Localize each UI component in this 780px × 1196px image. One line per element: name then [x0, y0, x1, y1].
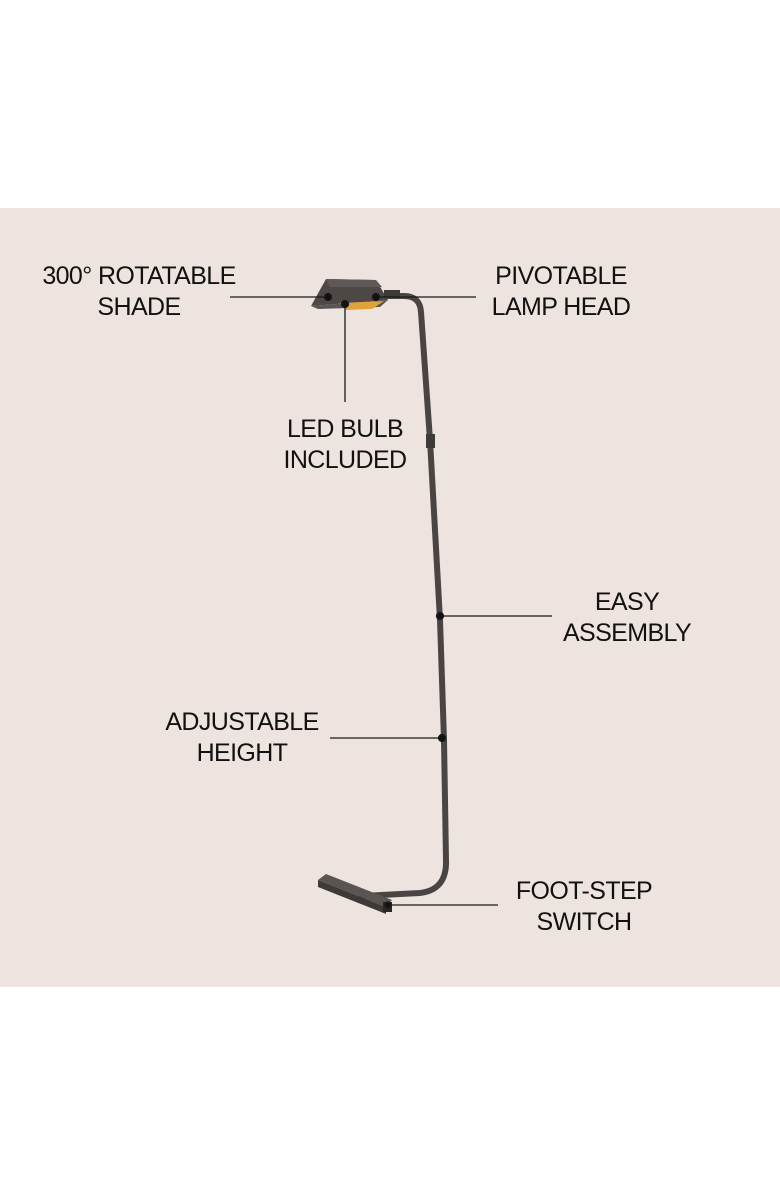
callout-easy-assembly: EASY ASSEMBLY [556, 587, 698, 649]
height-joint-collar [426, 434, 435, 448]
callout-line-1: EASY [594, 588, 660, 616]
callout-line-2: SWITCH [536, 908, 633, 936]
callout-line-1: FOOT-STEP [515, 877, 653, 905]
leader-dot-adjustable-height [437, 733, 447, 743]
callout-line-2: INCLUDED [283, 446, 408, 474]
leader-dot-easy-assembly [435, 611, 445, 621]
callout-line-1: PIVOTABLE [495, 262, 627, 290]
callout-line-2: ASSEMBLY [562, 619, 692, 647]
bulb-glow [340, 301, 384, 310]
leader-dot-pivotable-head [371, 292, 381, 302]
leader-dot-foot-step-switch [384, 901, 392, 909]
product-feature-panel [0, 208, 780, 987]
callout-line-1: LED BULB [286, 415, 404, 443]
callout-line-2: HEIGHT [196, 739, 288, 767]
callout-line-2: SHADE [97, 293, 181, 321]
callout-adjustable-height: ADJUSTABLE HEIGHT [160, 707, 324, 769]
callout-line-2: LAMP HEAD [491, 293, 631, 321]
callout-line-1: ADJUSTABLE [165, 708, 319, 736]
callout-foot-step-switch: FOOT-STEP SWITCH [508, 876, 660, 938]
lamp-shade-icon [311, 279, 400, 310]
callout-line-1: 300° ROTATABLE [42, 262, 236, 290]
lamp-pole [359, 293, 450, 899]
callout-rotatable-shade: 300° ROTATABLE SHADE [36, 261, 242, 323]
callout-pivotable-head: PIVOTABLE LAMP HEAD [486, 261, 636, 323]
leader-dot-led-bulb [340, 299, 350, 309]
leader-dot-rotatable-shade [323, 292, 333, 302]
callout-led-bulb: LED BULB INCLUDED [276, 414, 414, 476]
